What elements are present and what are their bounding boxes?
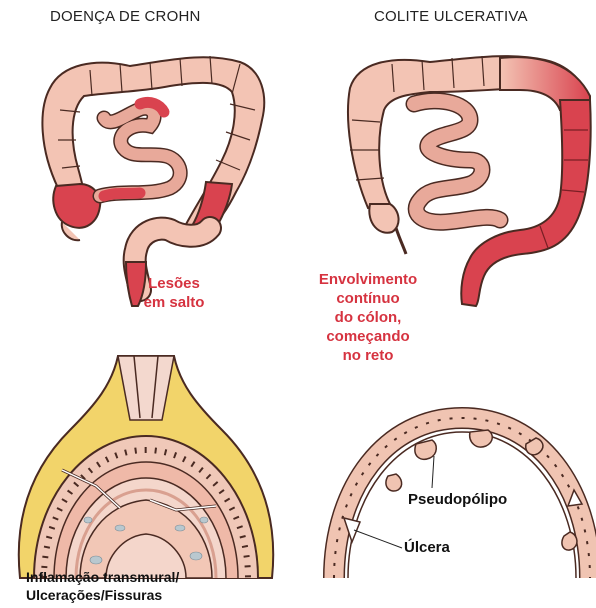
crohn-caption: Inflamação transmural/ Ulcerações/Fissur… <box>26 568 179 604</box>
uc-title: COLITE ULCERATIVA <box>374 8 528 25</box>
involvement-line4: começando <box>300 327 436 346</box>
involvement-line1: Envolvimento <box>300 270 436 289</box>
ulcer-leader <box>354 530 402 548</box>
pseudopolyp-leader <box>432 456 434 488</box>
crohn-cross-section <box>19 356 273 578</box>
skip-lesions-line2: em salto <box>134 293 214 312</box>
ulcer-label: Úlcera <box>404 538 450 557</box>
crohn-colon-diagram <box>42 56 264 306</box>
uc-inflamed-colon <box>461 100 590 306</box>
continuous-involvement-label: Envolvimento contínuo do cólon, começand… <box>300 270 436 365</box>
crohn-cecum-lesion <box>53 184 100 228</box>
involvement-line5: no reto <box>300 346 436 365</box>
skip-lesions-label: Lesões em salto <box>134 274 214 312</box>
crohn-caption-line2: Ulcerações/Fissuras <box>26 586 179 604</box>
involvement-line2: contínuo <box>300 289 436 308</box>
involvement-line3: do cólon, <box>300 308 436 327</box>
crohn-title: DOENÇA DE CROHN <box>50 8 201 25</box>
pseudopolyp-label: Pseudopólipo <box>408 490 507 509</box>
crohn-caption-line1: Inflamação transmural/ <box>26 568 179 586</box>
uc-colon-diagram <box>348 56 591 306</box>
skip-lesions-line1: Lesões <box>134 274 214 293</box>
